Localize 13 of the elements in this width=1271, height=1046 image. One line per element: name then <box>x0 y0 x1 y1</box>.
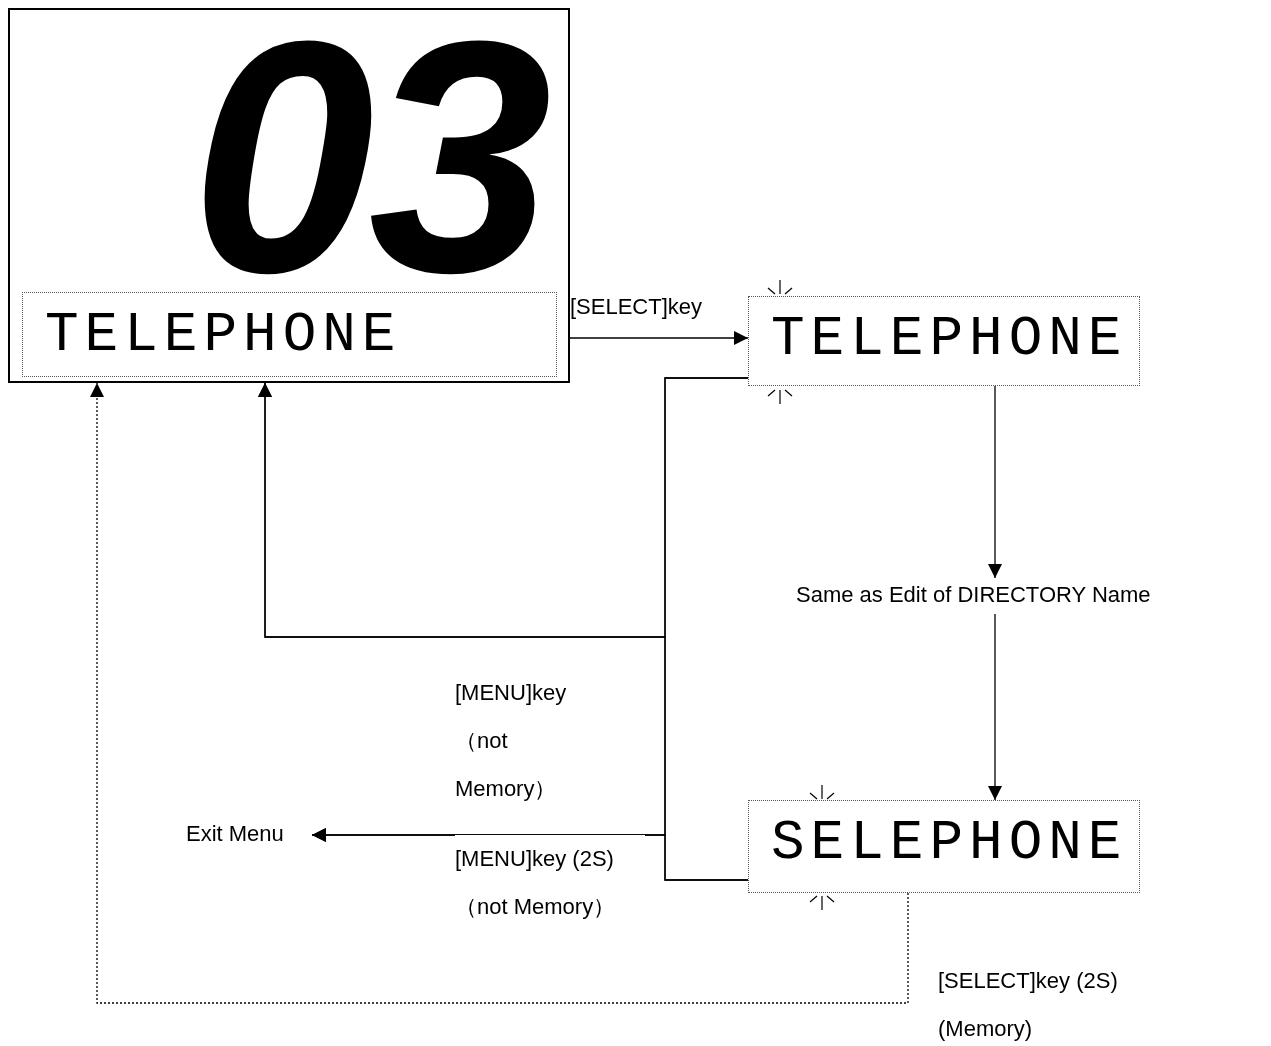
arrow <box>311 828 749 881</box>
arrow <box>988 385 1002 579</box>
step-text: Exit Menu <box>186 821 284 847</box>
lcd-text-panel <box>22 292 557 377</box>
lcd-text-panel <box>748 296 1140 386</box>
arrow <box>988 613 1002 801</box>
lcd-text-panel <box>748 800 1140 893</box>
dotted-arrow <box>90 382 909 1004</box>
lcd-display-frame <box>8 8 570 383</box>
segment-text: SELEPHONE <box>771 815 1128 871</box>
segment-text: TELEPHONE <box>771 311 1128 367</box>
arrow <box>569 331 749 345</box>
step-text: Same as Edit of DIRECTORY Name <box>796 582 1151 608</box>
